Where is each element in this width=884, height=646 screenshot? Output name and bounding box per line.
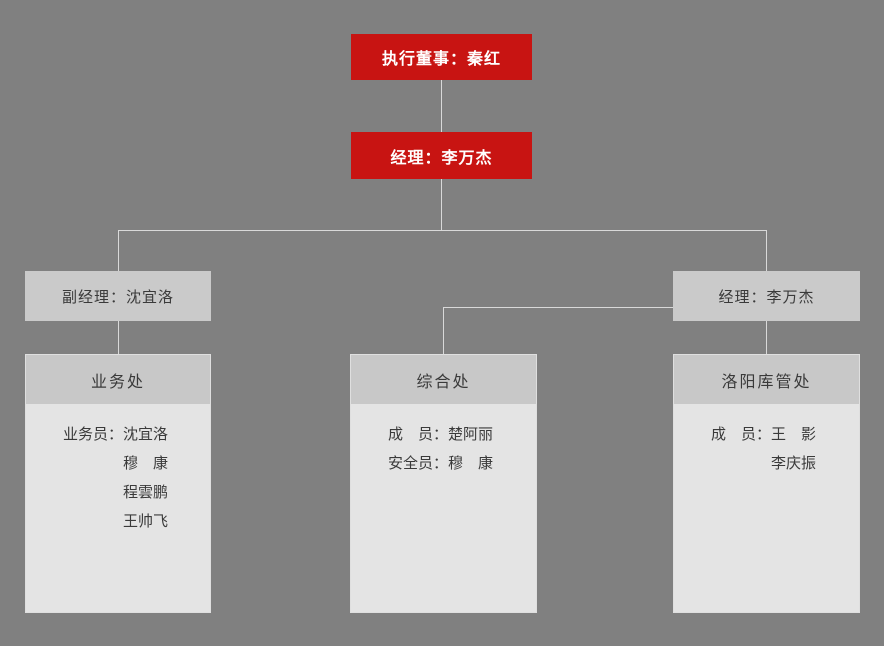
node-executive-director[interactable]: 执行董事：秦红 [351, 34, 532, 80]
member-row: 成 员：王 影 [711, 420, 859, 449]
dept-header: 综合处 [351, 355, 536, 404]
member-name: 王帅飞 [123, 513, 169, 530]
member-role [711, 449, 771, 478]
member-name: 穆 康 [448, 455, 494, 472]
dept-header: 业务处 [26, 355, 210, 404]
dept-luoyang-warehouse[interactable]: 洛阳库管处 成 员：王 影 李庆振 [673, 354, 860, 613]
member-name: 程雲鹏 [123, 484, 169, 501]
member-row: 李庆振 [711, 449, 859, 478]
node-label: 经理：李万杰 [390, 149, 493, 167]
connector-line [766, 321, 767, 354]
member-row: 穆 康 [63, 449, 210, 478]
connector-line [443, 307, 444, 354]
member-row: 安全员：穆 康 [388, 449, 536, 478]
node-general-manager[interactable]: 经理：李万杰 [351, 132, 532, 179]
member-row: 成 员：楚阿丽 [388, 420, 536, 449]
dept-header: 洛阳库管处 [674, 355, 859, 404]
member-row: 王帅飞 [63, 507, 210, 536]
member-role [63, 449, 123, 478]
member-row: 程雲鹏 [63, 478, 210, 507]
connector-line [443, 307, 673, 308]
member-role: 成 员： [711, 426, 772, 443]
member-role [63, 507, 123, 536]
member-name: 沈宜洛 [123, 426, 169, 443]
node-label: 执行董事：秦红 [381, 51, 501, 68]
connector-line [441, 179, 442, 230]
dept-general-office[interactable]: 综合处 成 员：楚阿丽 安全员：穆 康 [350, 354, 537, 613]
node-label: 副经理：沈宜洛 [61, 288, 174, 306]
member-name: 李庆振 [771, 455, 817, 472]
dept-member-list: 成 员：王 影 李庆振 [674, 404, 859, 612]
connector-line [441, 80, 442, 132]
member-name: 楚阿丽 [448, 426, 494, 443]
dept-member-list: 业务员：沈宜洛 穆 康 程雲鹏 王帅飞 [26, 404, 210, 612]
node-deputy-manager[interactable]: 副经理：沈宜洛 [25, 271, 211, 321]
connector-line [766, 230, 767, 271]
member-row: 业务员：沈宜洛 [63, 420, 210, 449]
connector-line [118, 230, 767, 231]
dept-member-list: 成 员：楚阿丽 安全员：穆 康 [351, 404, 536, 612]
connector-line [118, 321, 119, 354]
node-label: 经理：李万杰 [718, 288, 815, 306]
dept-business-office[interactable]: 业务处 业务员：沈宜洛 穆 康 程雲鹏 王帅飞 [25, 354, 211, 613]
connector-line [118, 230, 119, 271]
node-branch-manager[interactable]: 经理：李万杰 [673, 271, 860, 321]
member-name: 穆 康 [123, 455, 169, 472]
member-role: 安全员： [388, 455, 449, 472]
member-name: 王 影 [771, 426, 817, 443]
member-role: 业务员： [63, 426, 124, 443]
member-role [63, 478, 123, 507]
member-role: 成 员： [388, 426, 449, 443]
